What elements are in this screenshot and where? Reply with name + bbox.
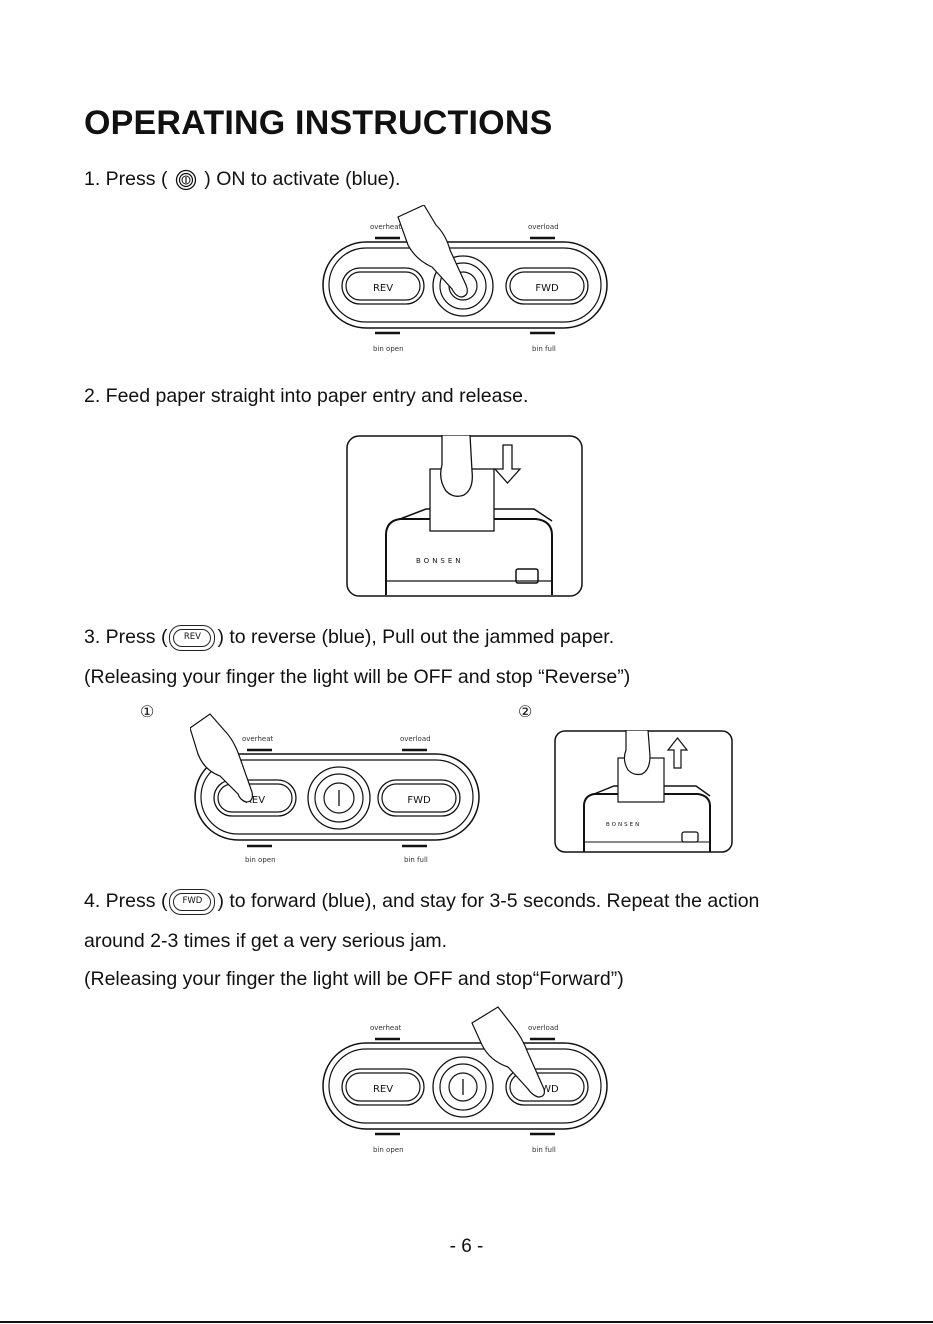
step-3-after: ) to reverse (blue), Pull out the jammed… [217, 626, 615, 649]
overload-label: overload [400, 735, 431, 743]
bin-open-label: bin open [245, 856, 276, 864]
step-3-before: 3. Press ( [84, 626, 168, 649]
overheat-label: overheat [370, 1024, 402, 1032]
rev-button-icon: REV [169, 625, 216, 651]
figure-marker-2: ② [518, 702, 533, 721]
up-arrow-icon [666, 737, 689, 769]
step-3-note: (Releasing your finger the light will be… [84, 666, 631, 688]
rev-button-icon-label: REV [183, 632, 201, 642]
rev-label: REV [373, 1084, 393, 1095]
overheat-label: overheat [370, 223, 402, 231]
page-number: - 6 - [449, 1236, 484, 1257]
control-panel-figure-2: overheat overload REV FWD bin open bin f… [190, 713, 480, 864]
rev-label: REV [245, 795, 265, 806]
step-1-before: 1. Press ( [84, 168, 168, 190]
fwd-label: FWD [535, 283, 559, 294]
overheat-label: overheat [242, 735, 274, 743]
hand-icon [440, 435, 473, 497]
step-4-note: (Releasing your finger the light will be… [84, 968, 624, 990]
fwd-label: FWD [407, 795, 431, 806]
rev-label: REV [373, 283, 393, 294]
figure-marker-1: ① [140, 702, 155, 721]
control-panel-figure-1: overheat overload REV FWD bin open bin f… [322, 205, 608, 353]
bin-full-label: bin full [532, 345, 556, 353]
fwd-label: FWD [535, 1084, 559, 1095]
step-4-before: 4. Press ( [84, 890, 168, 913]
bottom-rule [0, 1321, 933, 1323]
shredder-pull-figure: BONSEN [554, 730, 733, 853]
shredder-feed-figure: BONSEN [346, 435, 583, 597]
fwd-button-icon-label: FWD [182, 896, 203, 906]
bin-full-label: bin full [532, 1146, 556, 1154]
overload-label: overload [528, 223, 559, 231]
pressing-finger-icon [397, 205, 468, 298]
step-4-after: ) to forward (blue), and stay for 3-5 se… [217, 890, 760, 913]
fwd-button-icon: FWD [169, 889, 216, 915]
overload-label: overload [528, 1024, 559, 1032]
power-button-icon [175, 169, 197, 190]
step-1-text: 1. Press ( ) ON to activate (blue). [84, 168, 400, 191]
step-4-line2: around 2-3 times if get a very serious j… [84, 930, 448, 952]
pressing-finger-icon [471, 1006, 545, 1098]
step-3-text: 3. Press ( REV ) to reverse (blue), Pull o… [84, 625, 614, 651]
bin-open-label: bin open [373, 345, 404, 353]
control-panel-figure-3: overheat overload REV FWD bin open bin f… [322, 1006, 608, 1154]
brand-logo: BONSEN [606, 822, 641, 828]
step-1-after: ) ON to activate (blue). [204, 168, 401, 190]
down-arrow-icon [493, 444, 522, 484]
step-2-text: 2. Feed paper straight into paper entry … [84, 385, 529, 407]
bin-full-label: bin full [404, 856, 428, 864]
step-4-text: 4. Press ( FWD ) to forward (blue), and st… [84, 889, 759, 915]
brand-logo: BONSEN [416, 557, 464, 565]
pressing-finger-icon [190, 713, 253, 803]
hand-icon [623, 730, 651, 776]
bin-open-label: bin open [373, 1146, 404, 1154]
page-title: OPERATING INSTRUCTIONS [84, 104, 553, 142]
